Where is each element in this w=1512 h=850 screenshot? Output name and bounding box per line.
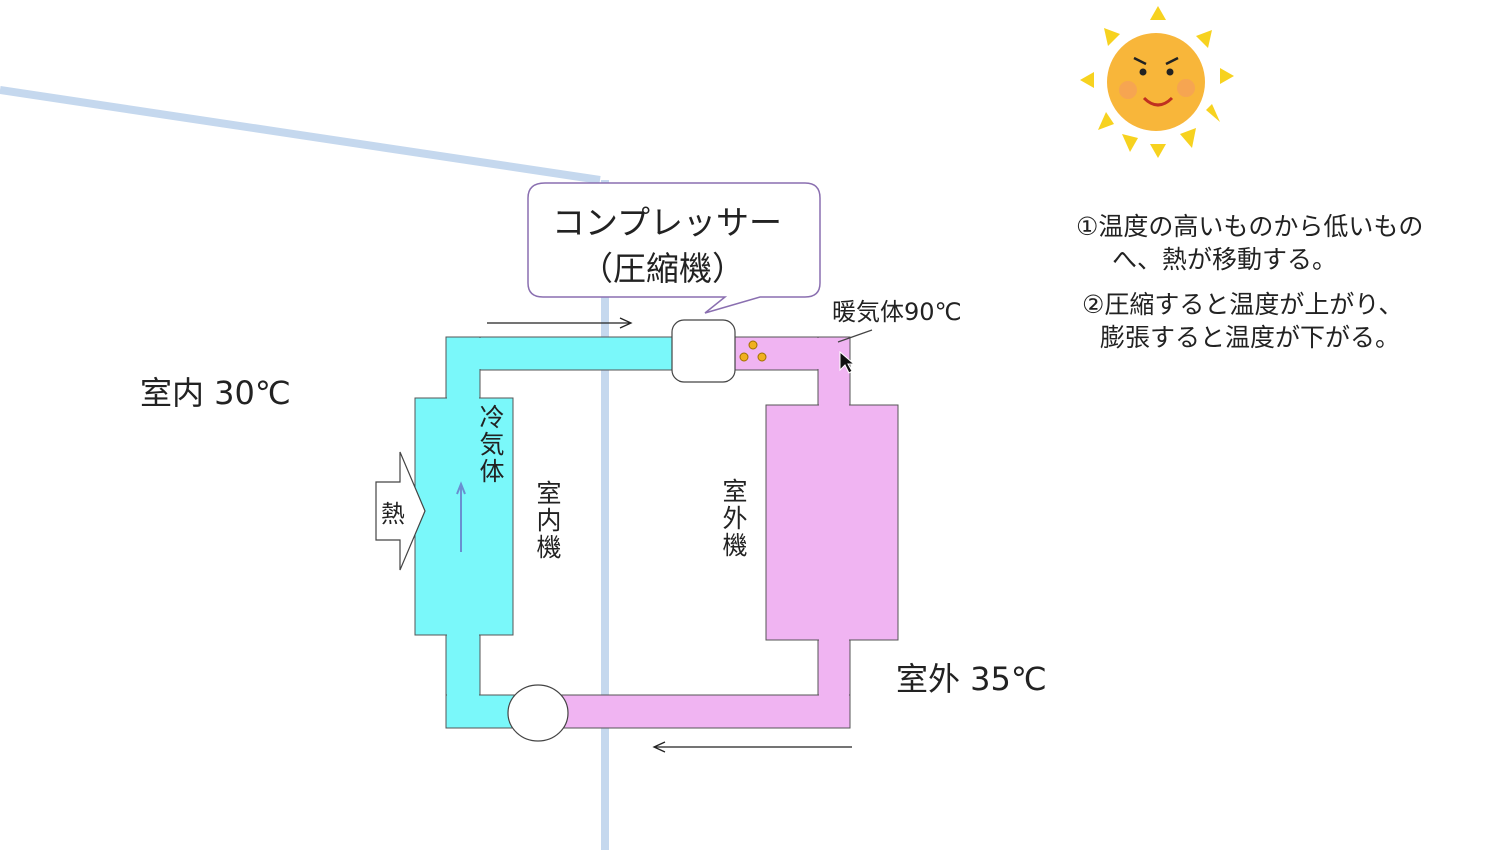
note-1-line-1: ①温度の高いものから低いもの	[1076, 212, 1424, 241]
note-2-line-2: 膨張すると温度が下がる。	[1100, 323, 1401, 352]
flow-arrow-up	[456, 481, 466, 552]
hot-molecules	[739, 340, 767, 362]
callout-title: コンプレッサー	[552, 203, 783, 242]
expansion-valve	[507, 684, 569, 742]
heat-label: 熱	[381, 500, 405, 528]
wall-line	[0, 86, 601, 184]
compressor-callout-bubble	[527, 182, 821, 314]
indoor-temperature-label: 室内 30℃	[140, 374, 291, 412]
note-1-line-2: へ、熱が移動する。	[1112, 245, 1338, 274]
heat-arrow	[375, 451, 426, 571]
hot-gas-label: 暖気体90℃	[832, 298, 962, 326]
callout-subtitle: （圧縮機）	[580, 249, 745, 288]
flow-arrow-bottom	[652, 741, 852, 753]
cold-gas-label: 冷気体	[476, 404, 505, 485]
compressor	[671, 319, 736, 383]
flow-arrow-top	[487, 317, 633, 329]
outdoor-unit-label: 室外機	[719, 478, 748, 559]
mouse-cursor-icon	[839, 350, 856, 374]
sun-icon	[1080, 6, 1234, 158]
note-2-line-1: ②圧縮すると温度が上がり、	[1082, 290, 1404, 319]
indoor-unit-label: 室内機	[533, 480, 562, 561]
outdoor-temperature-label: 室外 35℃	[896, 660, 1047, 698]
hot-gas-leader	[837, 329, 873, 343]
